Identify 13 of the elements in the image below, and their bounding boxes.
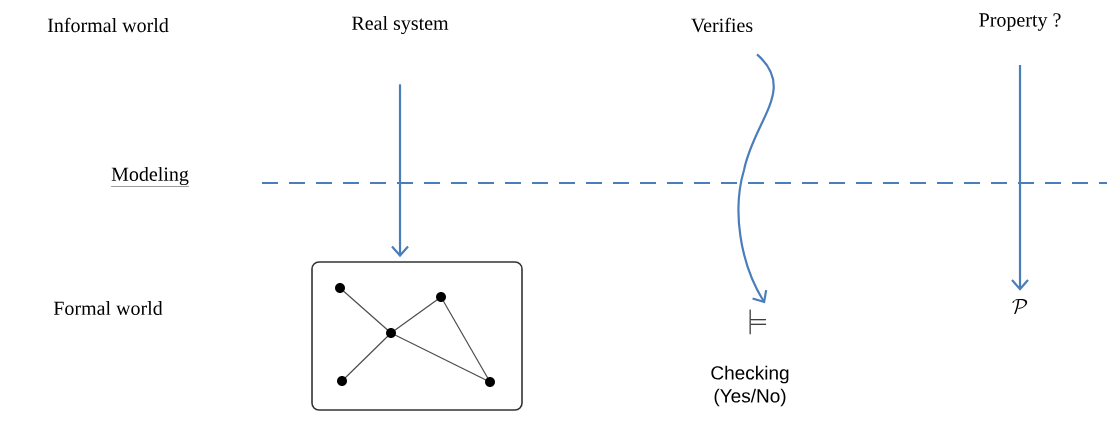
text-label: Verifies [691, 17, 753, 33]
arrow [391, 84, 409, 258]
text-label: Real system [352, 15, 449, 35]
text-label: Informal world [47, 17, 169, 33]
text-label: Formal world [53, 300, 163, 316]
arrow [1011, 65, 1029, 291]
text-label: Property ? [979, 13, 1061, 31]
arrow [737, 53, 775, 304]
math-symbol: $\models$ [749, 309, 767, 335]
text-label: Modeling [110, 166, 190, 187]
text-label: Checking (Yes/No) [711, 365, 789, 407]
math-symbol: $\mathcal{P}$ [1012, 298, 1028, 315]
graph-box [311, 261, 523, 411]
